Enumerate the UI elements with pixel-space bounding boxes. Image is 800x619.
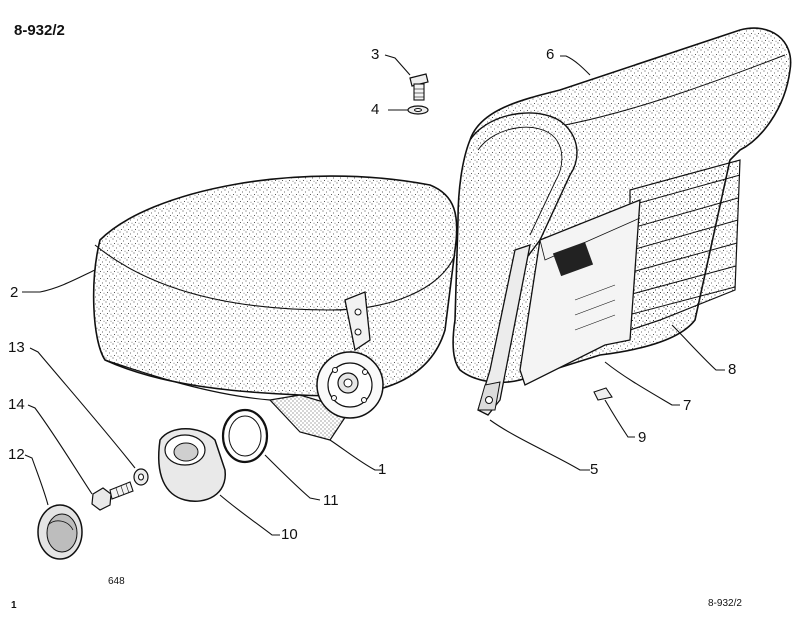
drawing-code: 648 [108, 576, 125, 587]
callout-13: 13 [8, 339, 25, 356]
backrest-hinge-arm [477, 244, 531, 416]
callout-11: 11 [323, 492, 339, 509]
callout-12: 12 [8, 446, 25, 463]
washer-13 [133, 468, 149, 486]
leader-3 [384, 54, 411, 76]
callout-10: 10 [281, 526, 298, 543]
drawing-id-top: 8-932/2 [14, 22, 65, 39]
leader-2 [22, 269, 96, 293]
callout-4: 4 [371, 101, 380, 118]
leader-5 [489, 419, 590, 471]
backrest-pleats [629, 159, 741, 331]
page-number: 1 [11, 600, 17, 611]
callout-5: 5 [590, 461, 599, 478]
bolt-3 [409, 73, 429, 101]
callout-14: 14 [8, 396, 25, 413]
leader-8 [671, 324, 725, 371]
hinge-plate [316, 291, 384, 419]
leader-11 [264, 454, 321, 501]
leader-1 [329, 439, 382, 471]
spring-ring-11 [221, 408, 269, 464]
leader-14 [27, 404, 93, 495]
washer-4 [407, 105, 429, 115]
callout-2: 2 [10, 284, 19, 301]
callout-6: 6 [546, 46, 555, 63]
leader-7 [604, 361, 680, 406]
leader-12 [24, 454, 49, 506]
callout-1: 1 [378, 461, 387, 478]
leader-6 [560, 55, 591, 76]
leader-9 [604, 399, 635, 438]
leader-13 [29, 347, 136, 469]
screw-9 [593, 387, 613, 401]
drawing-id-bottom: 8-932/2 [708, 598, 742, 609]
handwheel-10 [158, 428, 226, 502]
hex-bolt-14 [91, 481, 134, 511]
backrest-rear-board [519, 199, 641, 386]
leader-10 [219, 494, 280, 536]
cap-12 [37, 504, 83, 560]
callout-9: 9 [638, 429, 647, 446]
callout-7: 7 [683, 397, 692, 414]
callout-3: 3 [371, 46, 380, 63]
leader-lines [22, 54, 725, 536]
seat-cushion [92, 175, 458, 401]
callout-8: 8 [728, 361, 737, 378]
